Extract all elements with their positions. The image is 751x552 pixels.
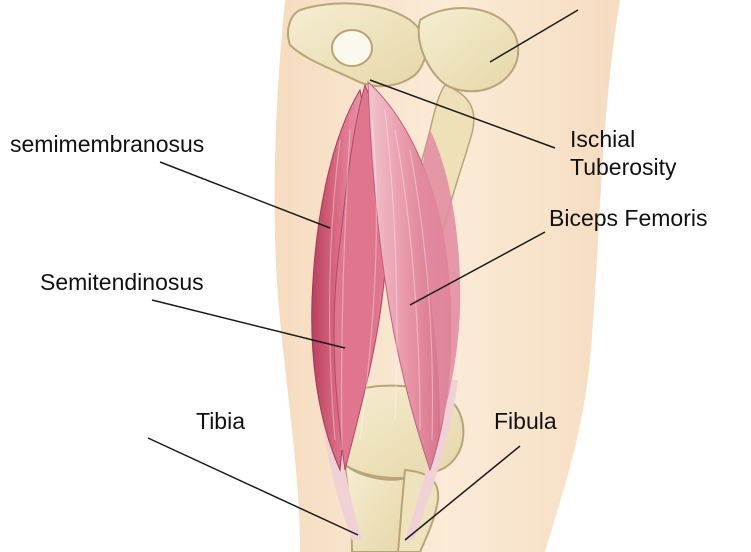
label-biceps-femoris: Biceps Femoris (549, 204, 707, 232)
label-ischial-tuberosity: Ischial Tuberosity (570, 125, 677, 181)
label-semimembranosus: semimembranosus (10, 130, 204, 158)
label-tibia: Tibia (196, 407, 245, 435)
label-fibula: Fibula (494, 407, 557, 435)
label-ischial-line2: Tuberosity (570, 153, 677, 181)
label-ischial-line1: Ischial (570, 125, 677, 153)
label-semitendinosus: Semitendinosus (40, 268, 204, 296)
